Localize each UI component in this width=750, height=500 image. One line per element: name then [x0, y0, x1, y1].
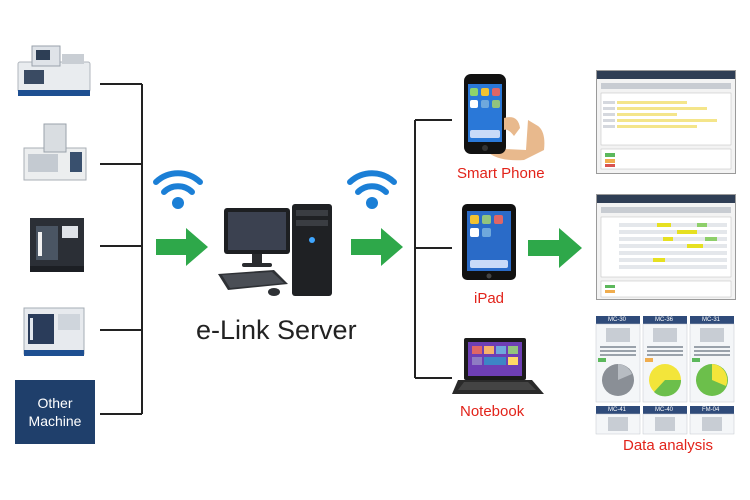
vertical-machining-center-icon [30, 218, 84, 272]
tile-title: MC-40 [655, 407, 674, 413]
tile-title: MC-30 [608, 317, 627, 323]
tile-title: MC-41 [608, 407, 627, 413]
server-label: e-Link Server [196, 315, 357, 345]
wire-edm-machine-icon [17, 45, 91, 96]
ipad-label: iPad [474, 290, 505, 307]
wifi-icon [153, 170, 203, 209]
smart-phone-label: Smart Phone [457, 165, 545, 182]
dashboard-pie-charts-graphic [595, 316, 735, 435]
dashboard-grid: MC-30 MC-36 MC-31 MC-41 MC-40 FM-04 [594, 316, 736, 436]
edm-machine-icon [23, 123, 87, 181]
data-analysis-label: Data analysis [623, 437, 714, 454]
arrow-right-icon [156, 228, 208, 266]
tablet-icon [462, 204, 516, 280]
gantt-chart-graphic [597, 195, 735, 298]
other-machine-label-line2: Machine [28, 413, 82, 429]
notebook-icon [452, 338, 544, 394]
monitoring-screen-1 [596, 70, 736, 174]
arrow-right-icon [351, 228, 403, 266]
notebook-label: Notebook [460, 403, 525, 420]
monitoring-screen-2 [596, 194, 736, 300]
tile-title: MC-36 [655, 317, 674, 323]
smart-phone-icon [464, 74, 545, 161]
arrow-right-icon [528, 228, 582, 268]
server-computer-icon [218, 204, 332, 296]
tile-title: MC-31 [702, 317, 721, 323]
other-machine-label-line1: Other [37, 395, 73, 411]
machine-machining-center [14, 296, 94, 358]
other-machine-box: Other Machine [15, 380, 95, 444]
machine-vertical-center [14, 212, 94, 274]
wifi-icon [347, 170, 397, 209]
machine-edm [14, 122, 94, 184]
machining-center-icon [23, 307, 85, 356]
machine-wire-edm [14, 40, 94, 102]
tile-title: FM-04 [702, 407, 720, 413]
monitoring-table-graphic [597, 71, 735, 170]
